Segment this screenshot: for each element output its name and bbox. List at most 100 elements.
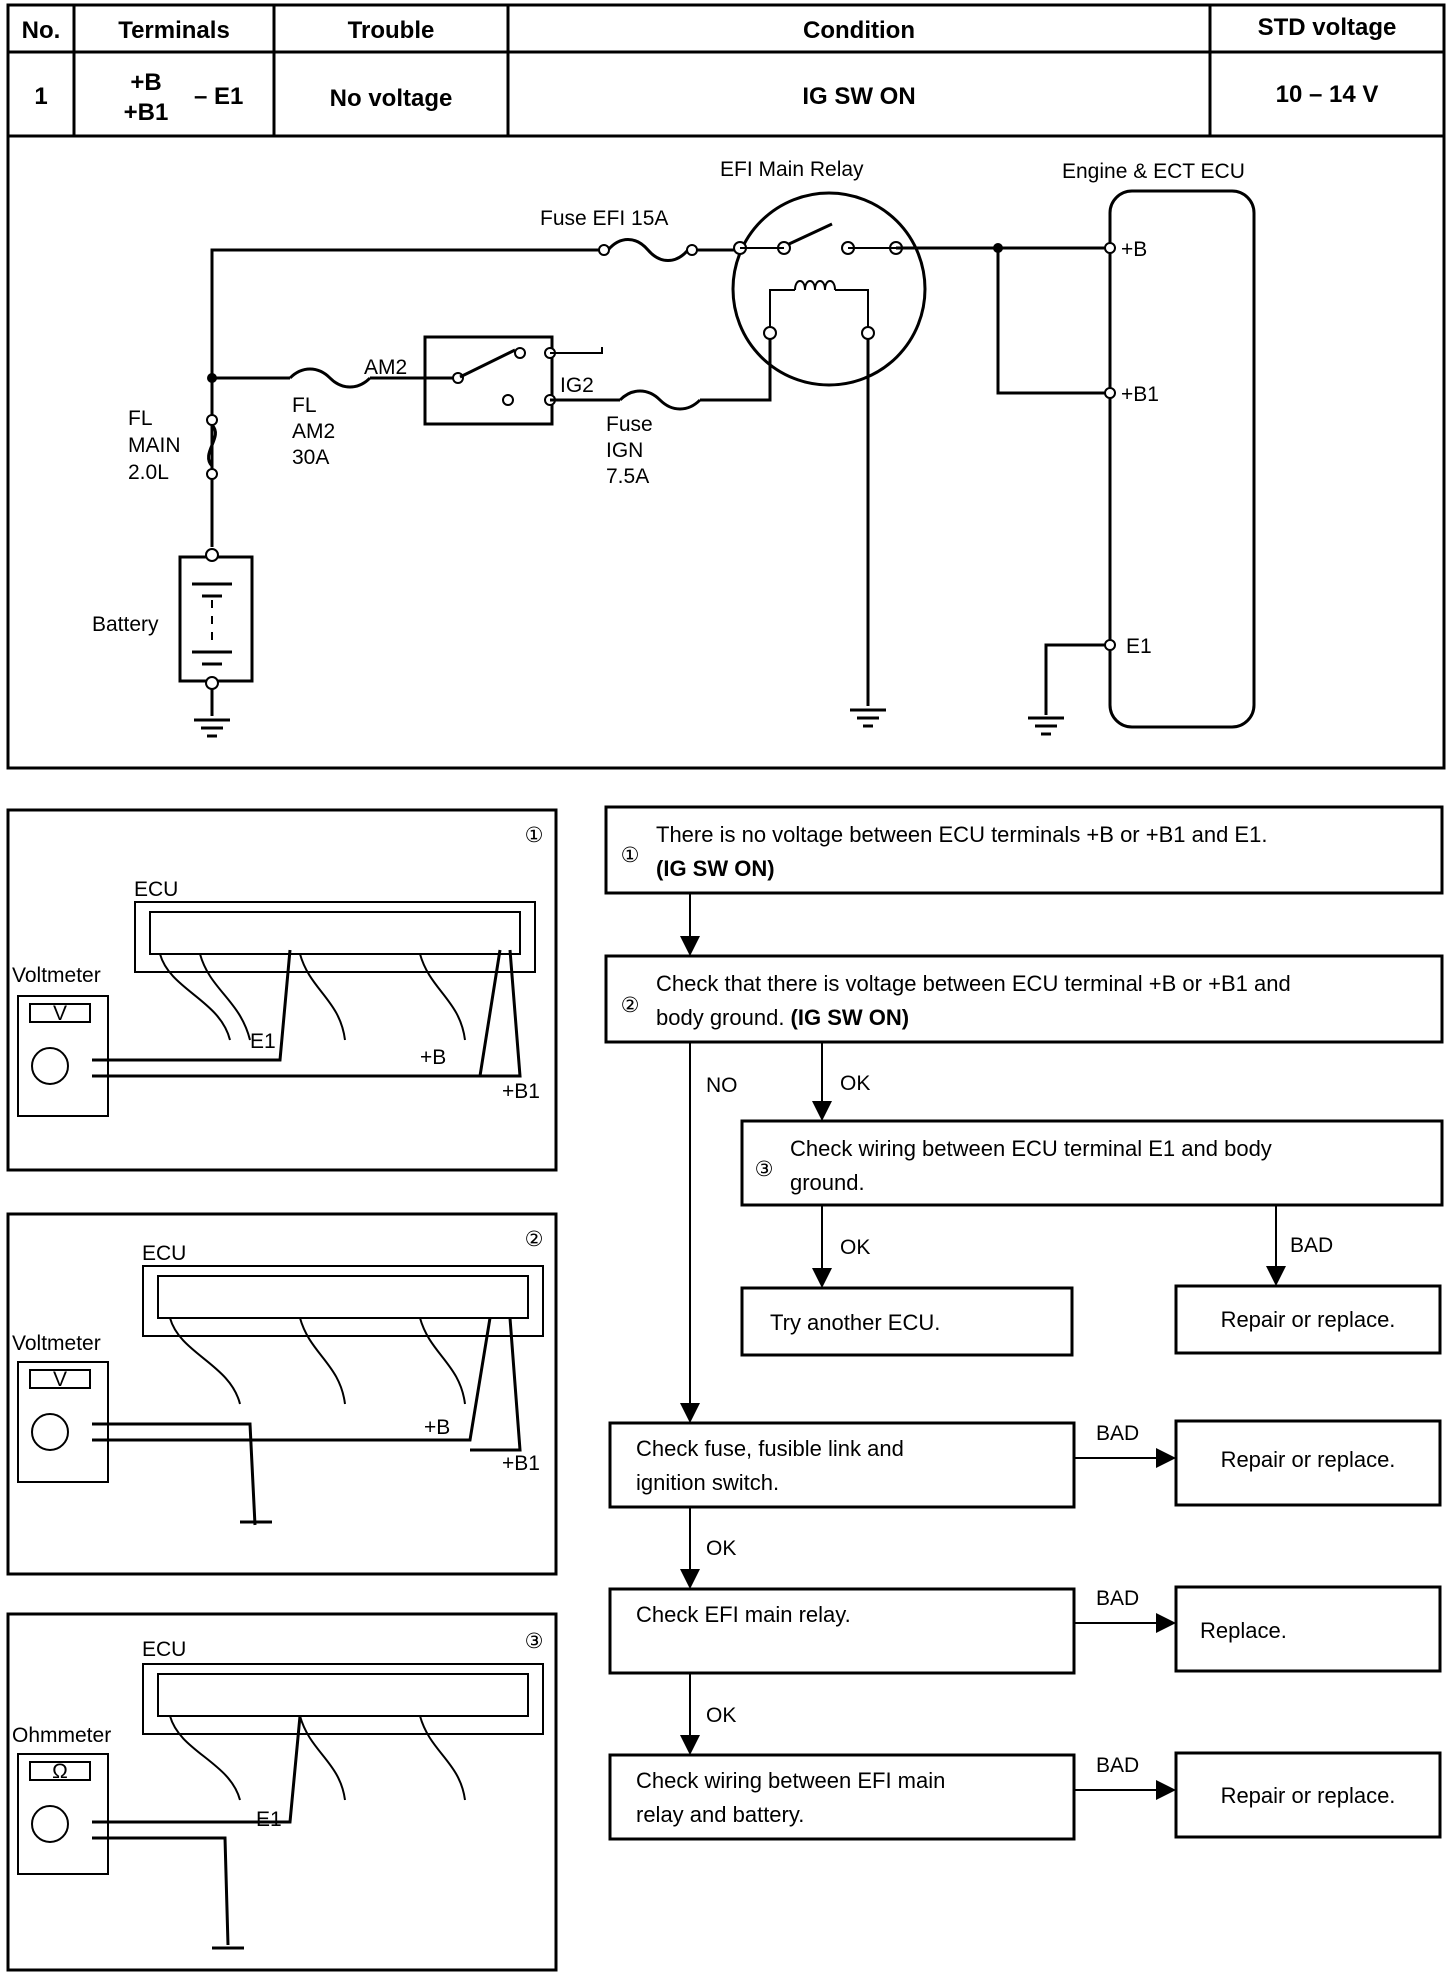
flow-step-2-num: ② <box>621 994 640 1017</box>
panel-2-probe-b: +B <box>424 1416 450 1439</box>
efi-main-relay <box>731 191 927 387</box>
am2-label: AM2 <box>364 356 407 379</box>
flow-ok-label-2: OK <box>840 1236 870 1259</box>
panel-1-ecu-body <box>134 901 536 973</box>
illustration-panel-2: ② ECU Voltmeter V +B +B1 <box>6 1212 558 1576</box>
header-no: No. <box>22 17 61 44</box>
flow-chart: ① There is no voltage between ECU termin… <box>604 805 1444 1841</box>
fuse-ign-label-2: IGN <box>606 439 643 462</box>
header-std-voltage: STD voltage <box>1258 14 1397 41</box>
ig2-label: IG2 <box>560 374 594 397</box>
panel-3-ecu-body <box>142 1663 544 1735</box>
flow-try-ecu: Try another ECU. <box>770 1310 940 1335</box>
fuse-ign-label-3: 7.5A <box>606 465 649 488</box>
fl-main-fusible-link <box>206 414 218 480</box>
flow-step-3-line2: ground. <box>790 1170 865 1195</box>
battery-symbol <box>178 548 254 738</box>
ground-symbol-ecu <box>1028 716 1064 736</box>
cell-terminal-e1: – E1 <box>194 83 243 110</box>
cell-terminal-b1: +B1 <box>124 99 169 126</box>
flow-bad-label-3: BAD <box>1096 1587 1139 1610</box>
circuit-diagram: +B +B1 E1 <box>6 134 1446 770</box>
ground-symbol-relay <box>850 708 886 728</box>
flow-step-2-line2b: (IG SW ON) <box>791 1005 910 1030</box>
ecu-box <box>1108 189 1256 729</box>
fuse-ign-symbol <box>618 389 702 411</box>
battery-label: Battery <box>92 613 159 636</box>
panel-2-meter <box>17 1361 109 1483</box>
flow-repair-1: Repair or replace. <box>1221 1307 1396 1332</box>
spec-table: No. Terminals Trouble Condition STD volt… <box>6 3 1446 138</box>
flow-ok-label-3: OK <box>706 1537 736 1560</box>
illustration-panel-3: ③ ECU Ohmmeter Ω E1 <box>6 1612 558 1972</box>
cell-condition: IG SW ON <box>802 83 915 110</box>
panel-1-probe-e1: E1 <box>250 1030 276 1053</box>
flow-relay: Check EFI main relay. <box>636 1602 851 1627</box>
flow-fuse-box <box>608 1421 1076 1509</box>
flow-wiring-line2: relay and battery. <box>636 1802 804 1827</box>
flow-try-ecu-box <box>740 1286 1074 1357</box>
panel-1-probe-b: +B <box>420 1046 446 1069</box>
fuse-efi-label: Fuse EFI 15A <box>540 207 668 230</box>
flow-step-2-line2a: body ground. <box>656 1005 791 1030</box>
ignition-switch <box>423 335 603 426</box>
header-trouble: Trouble <box>348 17 435 44</box>
flow-replace: Replace. <box>1200 1618 1287 1643</box>
panel-1-meter-symbol: V <box>53 1002 67 1025</box>
flow-ok-label-1: OK <box>840 1072 870 1095</box>
header-condition: Condition <box>803 17 915 44</box>
cell-std-voltage: 10 – 14 V <box>1276 81 1379 108</box>
flow-step-1-line1: There is no voltage between ECU terminal… <box>656 822 1267 847</box>
pin-b-label: +B <box>1121 238 1147 261</box>
svg-text:body ground. (IG SW ON): body ground. (IG SW ON) <box>656 1005 909 1030</box>
fl-main-label-1: FL <box>128 407 153 430</box>
panel-1-ecu-label: ECU <box>134 878 178 901</box>
flow-step-1-line2: (IG SW ON) <box>656 856 775 881</box>
ecu-title-label: Engine & ECT ECU <box>1062 160 1245 183</box>
panel-2-meter-label: Voltmeter <box>12 1332 101 1355</box>
illustration-panel-1: ① ECU Voltmeter V E1 +B +B1 <box>6 808 558 1172</box>
fl-am2-label-1: FL <box>292 394 317 417</box>
fl-am2-label-2: AM2 <box>292 420 335 443</box>
fl-main-label-3: 2.0L <box>128 461 169 484</box>
fuse-am2-symbol <box>288 367 372 389</box>
flow-step-1-num: ① <box>621 844 640 867</box>
pin-b1-label: +B1 <box>1121 383 1159 406</box>
panel-1-number: ① <box>525 824 544 847</box>
panel-2-ecu-body <box>142 1265 544 1337</box>
panel-3-probe-e1: E1 <box>256 1808 282 1831</box>
cell-terminal-b: +B <box>130 69 161 96</box>
panel-3-meter <box>17 1753 109 1875</box>
flow-ok-label-4: OK <box>706 1704 736 1727</box>
panel-2-meter-symbol: V <box>53 1368 67 1391</box>
fuse-efi-symbol <box>606 238 690 262</box>
flow-replace-box <box>1174 1585 1442 1673</box>
relay-coil-symbol <box>794 280 836 291</box>
panel-2-probe-b1: +B1 <box>502 1452 540 1475</box>
cell-trouble: No voltage <box>330 85 453 112</box>
flow-repair-box-2 <box>1174 1419 1442 1507</box>
flow-bad-label-4: BAD <box>1096 1754 1139 1777</box>
panel-1-meter-label: Voltmeter <box>12 964 101 987</box>
efi-main-relay-label: EFI Main Relay <box>720 158 864 181</box>
panel-1-meter <box>17 995 109 1117</box>
pin-e1-label: E1 <box>1126 635 1152 658</box>
flow-step-1-box <box>604 805 1444 895</box>
panel-3-number: ③ <box>525 1630 544 1653</box>
panel-3-meter-symbol: Ω <box>52 1760 68 1783</box>
cell-no: 1 <box>34 83 47 110</box>
flow-relay-box <box>608 1587 1076 1675</box>
flow-step-3-line1: Check wiring between ECU terminal E1 and… <box>790 1136 1272 1161</box>
panel-3-ecu-label: ECU <box>142 1638 186 1661</box>
flow-fuse-line2: ignition switch. <box>636 1470 779 1495</box>
flow-repair-box-3 <box>1174 1751 1442 1839</box>
flow-bad-label-1: BAD <box>1290 1234 1333 1257</box>
flow-wiring-line1: Check wiring between EFI main <box>636 1768 945 1793</box>
header-terminals: Terminals <box>118 17 230 44</box>
fuse-ign-label-1: Fuse <box>606 413 653 436</box>
flow-step-2-box <box>604 954 1444 1044</box>
fl-am2-label-3: 30A <box>292 446 329 469</box>
flow-no-label: NO <box>706 1074 738 1097</box>
flow-wiring-box <box>608 1753 1076 1841</box>
